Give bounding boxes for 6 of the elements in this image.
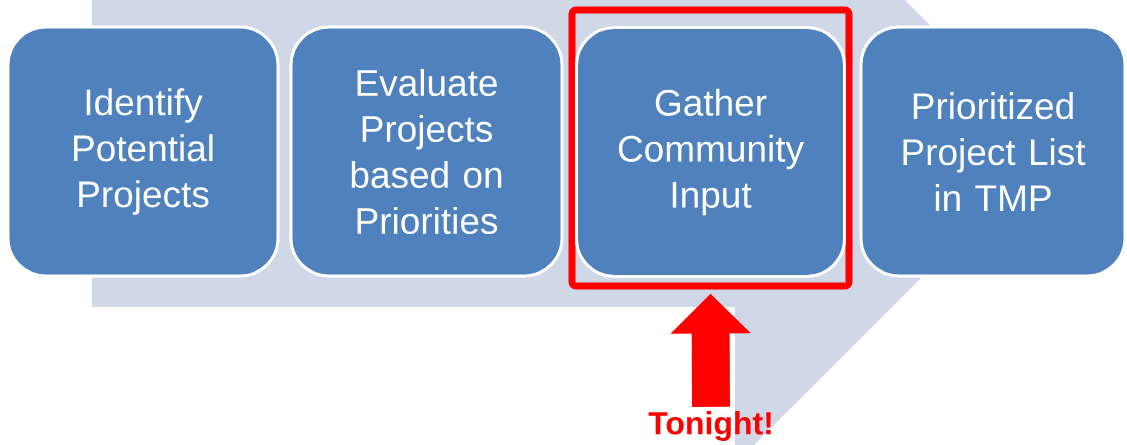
callout-text: Tonight! bbox=[648, 411, 771, 441]
highlight-frame bbox=[568, 6, 853, 290]
process-box: Identify Potential Projects bbox=[6, 25, 280, 278]
process-box: Prioritized Project List in TMP bbox=[859, 25, 1127, 278]
process-box: Evaluate Projects based on Priorities bbox=[289, 25, 564, 278]
process-box: Gather Community Input bbox=[575, 26, 846, 278]
